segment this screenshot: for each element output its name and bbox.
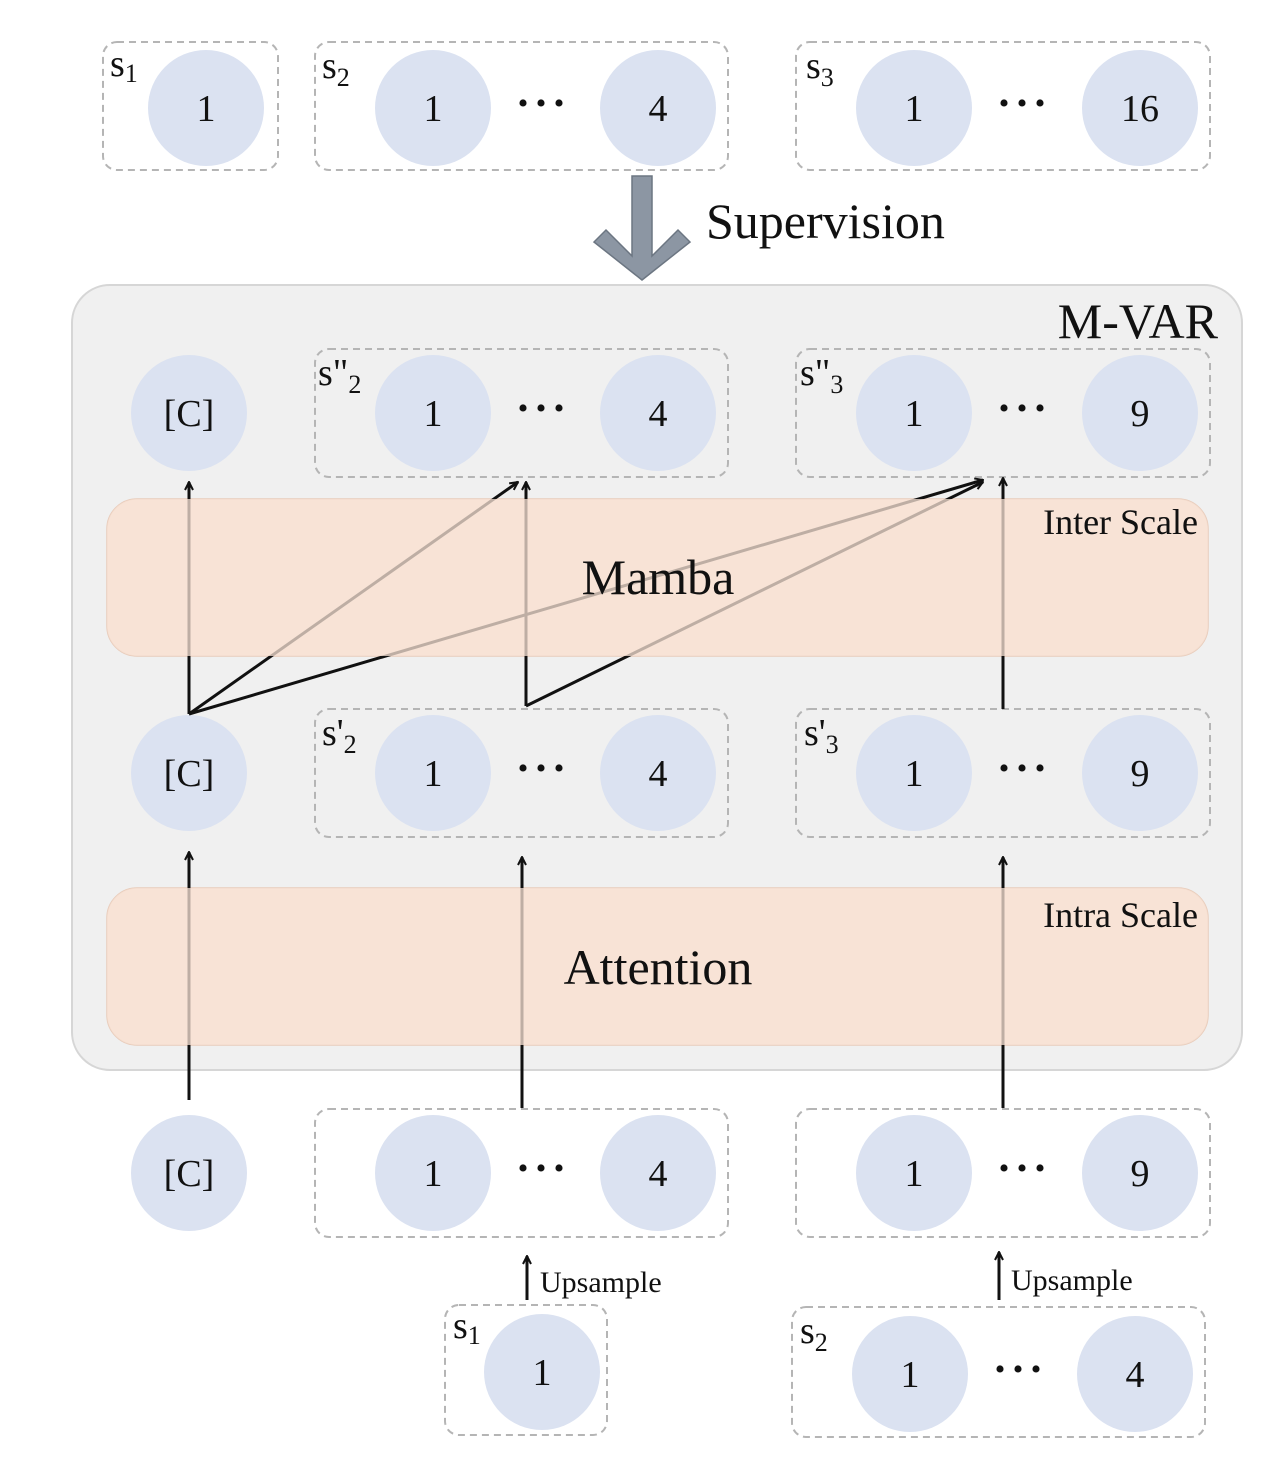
token-label: 16 (1121, 88, 1159, 130)
token-label: 1 (905, 393, 924, 435)
inter-scale-tag-overlay: Inter Scale (1043, 502, 1198, 542)
class-token-label: [C] (164, 393, 215, 435)
token-label: 9 (1131, 1153, 1150, 1195)
token-label: 1 (424, 1153, 443, 1195)
ellipsis: • • • (999, 87, 1046, 120)
top-group-s3-label: s3 (806, 45, 834, 92)
supervision-arrow (592, 175, 692, 281)
token-node (856, 50, 972, 166)
bottom-group-s1: s1 1 (444, 1304, 608, 1436)
token-node (856, 1115, 972, 1231)
ellipsis: • • • (518, 1152, 565, 1185)
token-node (1082, 1115, 1198, 1231)
ellipsis: • • • (995, 1353, 1042, 1386)
top-group-s2-label: s2 (322, 45, 350, 92)
token-label: 1 (533, 1352, 552, 1394)
input-group-1: 1 • • • 4 (314, 1108, 729, 1238)
token-label: 1 (424, 753, 443, 795)
bottom-group-s2-label: s2 (800, 1310, 828, 1357)
output-class-token: [C] (131, 355, 247, 471)
token-node (375, 1115, 491, 1231)
token-node (856, 355, 972, 471)
mid-group-s2: s'2 1 • • • 4 (314, 708, 729, 838)
ellipsis: • • • (518, 87, 565, 120)
mid-class-token: [C] (131, 715, 247, 831)
token-label: 4 (649, 88, 668, 130)
token-node (600, 715, 716, 831)
token-node (1082, 355, 1198, 471)
ellipsis: • • • (999, 1152, 1046, 1185)
ellipsis: • • • (518, 392, 565, 425)
token-label: 4 (649, 393, 668, 435)
mid-group-s3-label: s'3 (804, 712, 839, 759)
m-var-panel (71, 284, 1243, 1071)
token-node (600, 355, 716, 471)
token-node (375, 50, 491, 166)
token-node (856, 715, 972, 831)
class-token-label: [C] (164, 753, 215, 795)
token-node (600, 50, 716, 166)
top-group-s1: s1 1 (102, 41, 279, 171)
top-group-s3: s3 1 • • • 16 (795, 41, 1211, 171)
token-label: 1 (197, 88, 216, 130)
token-label: 9 (1131, 753, 1150, 795)
token-label: 4 (1126, 1354, 1145, 1396)
intra-scale-tag-overlay: Intra Scale (1043, 895, 1198, 935)
attention-label-overlay: Attention (564, 939, 753, 995)
token-label: 9 (1131, 393, 1150, 435)
ellipsis: • • • (999, 392, 1046, 425)
output-group-s3: s"3 1 • • • 9 (795, 348, 1211, 478)
token-node (484, 1314, 600, 1430)
token-node (1077, 1316, 1193, 1432)
token-node (375, 715, 491, 831)
upsample-arrows (527, 1252, 999, 1300)
class-token-label: [C] (164, 1153, 215, 1195)
top-group-s1-label: s1 (110, 43, 138, 88)
output-group-s2: s"2 1 • • • 4 (314, 348, 729, 478)
token-label: 1 (905, 88, 924, 130)
token-node (600, 1115, 716, 1231)
token-label: 1 (424, 393, 443, 435)
ellipsis: • • • (999, 752, 1046, 785)
m-var-title: M-VAR (1058, 293, 1219, 349)
top-group-s2: s2 1 • • • 4 (314, 41, 729, 171)
output-group-s2-label: s"2 (318, 352, 361, 399)
bottom-group-s1-label: s1 (453, 1305, 481, 1350)
token-node (148, 50, 264, 166)
ellipsis: • • • (518, 752, 565, 785)
token-label: 1 (901, 1354, 920, 1396)
token-node (1082, 50, 1198, 166)
upsample-label-2: Upsample (1011, 1264, 1133, 1297)
token-label: 1 (424, 88, 443, 130)
token-node (852, 1316, 968, 1432)
token-label: 4 (649, 753, 668, 795)
token-label: 4 (649, 1153, 668, 1195)
output-group-s3-label: s"3 (800, 352, 843, 399)
mamba-block-overlay (107, 499, 1208, 656)
supervision-label: Supervision (706, 193, 945, 249)
token-label: 1 (905, 753, 924, 795)
input-class-token: [C] (131, 1115, 247, 1231)
token-node (375, 355, 491, 471)
bottom-group-s2: s2 1 • • • 4 (791, 1306, 1206, 1438)
token-node (1082, 715, 1198, 831)
attention-block-overlay (107, 888, 1208, 1045)
input-group-2: 1 • • • 9 (795, 1108, 1211, 1238)
token-label: 1 (905, 1153, 924, 1195)
mamba-label-overlay: Mamba (582, 549, 735, 605)
upsample-label-1: Upsample (540, 1266, 662, 1299)
mid-group-s2-label: s'2 (322, 712, 357, 759)
